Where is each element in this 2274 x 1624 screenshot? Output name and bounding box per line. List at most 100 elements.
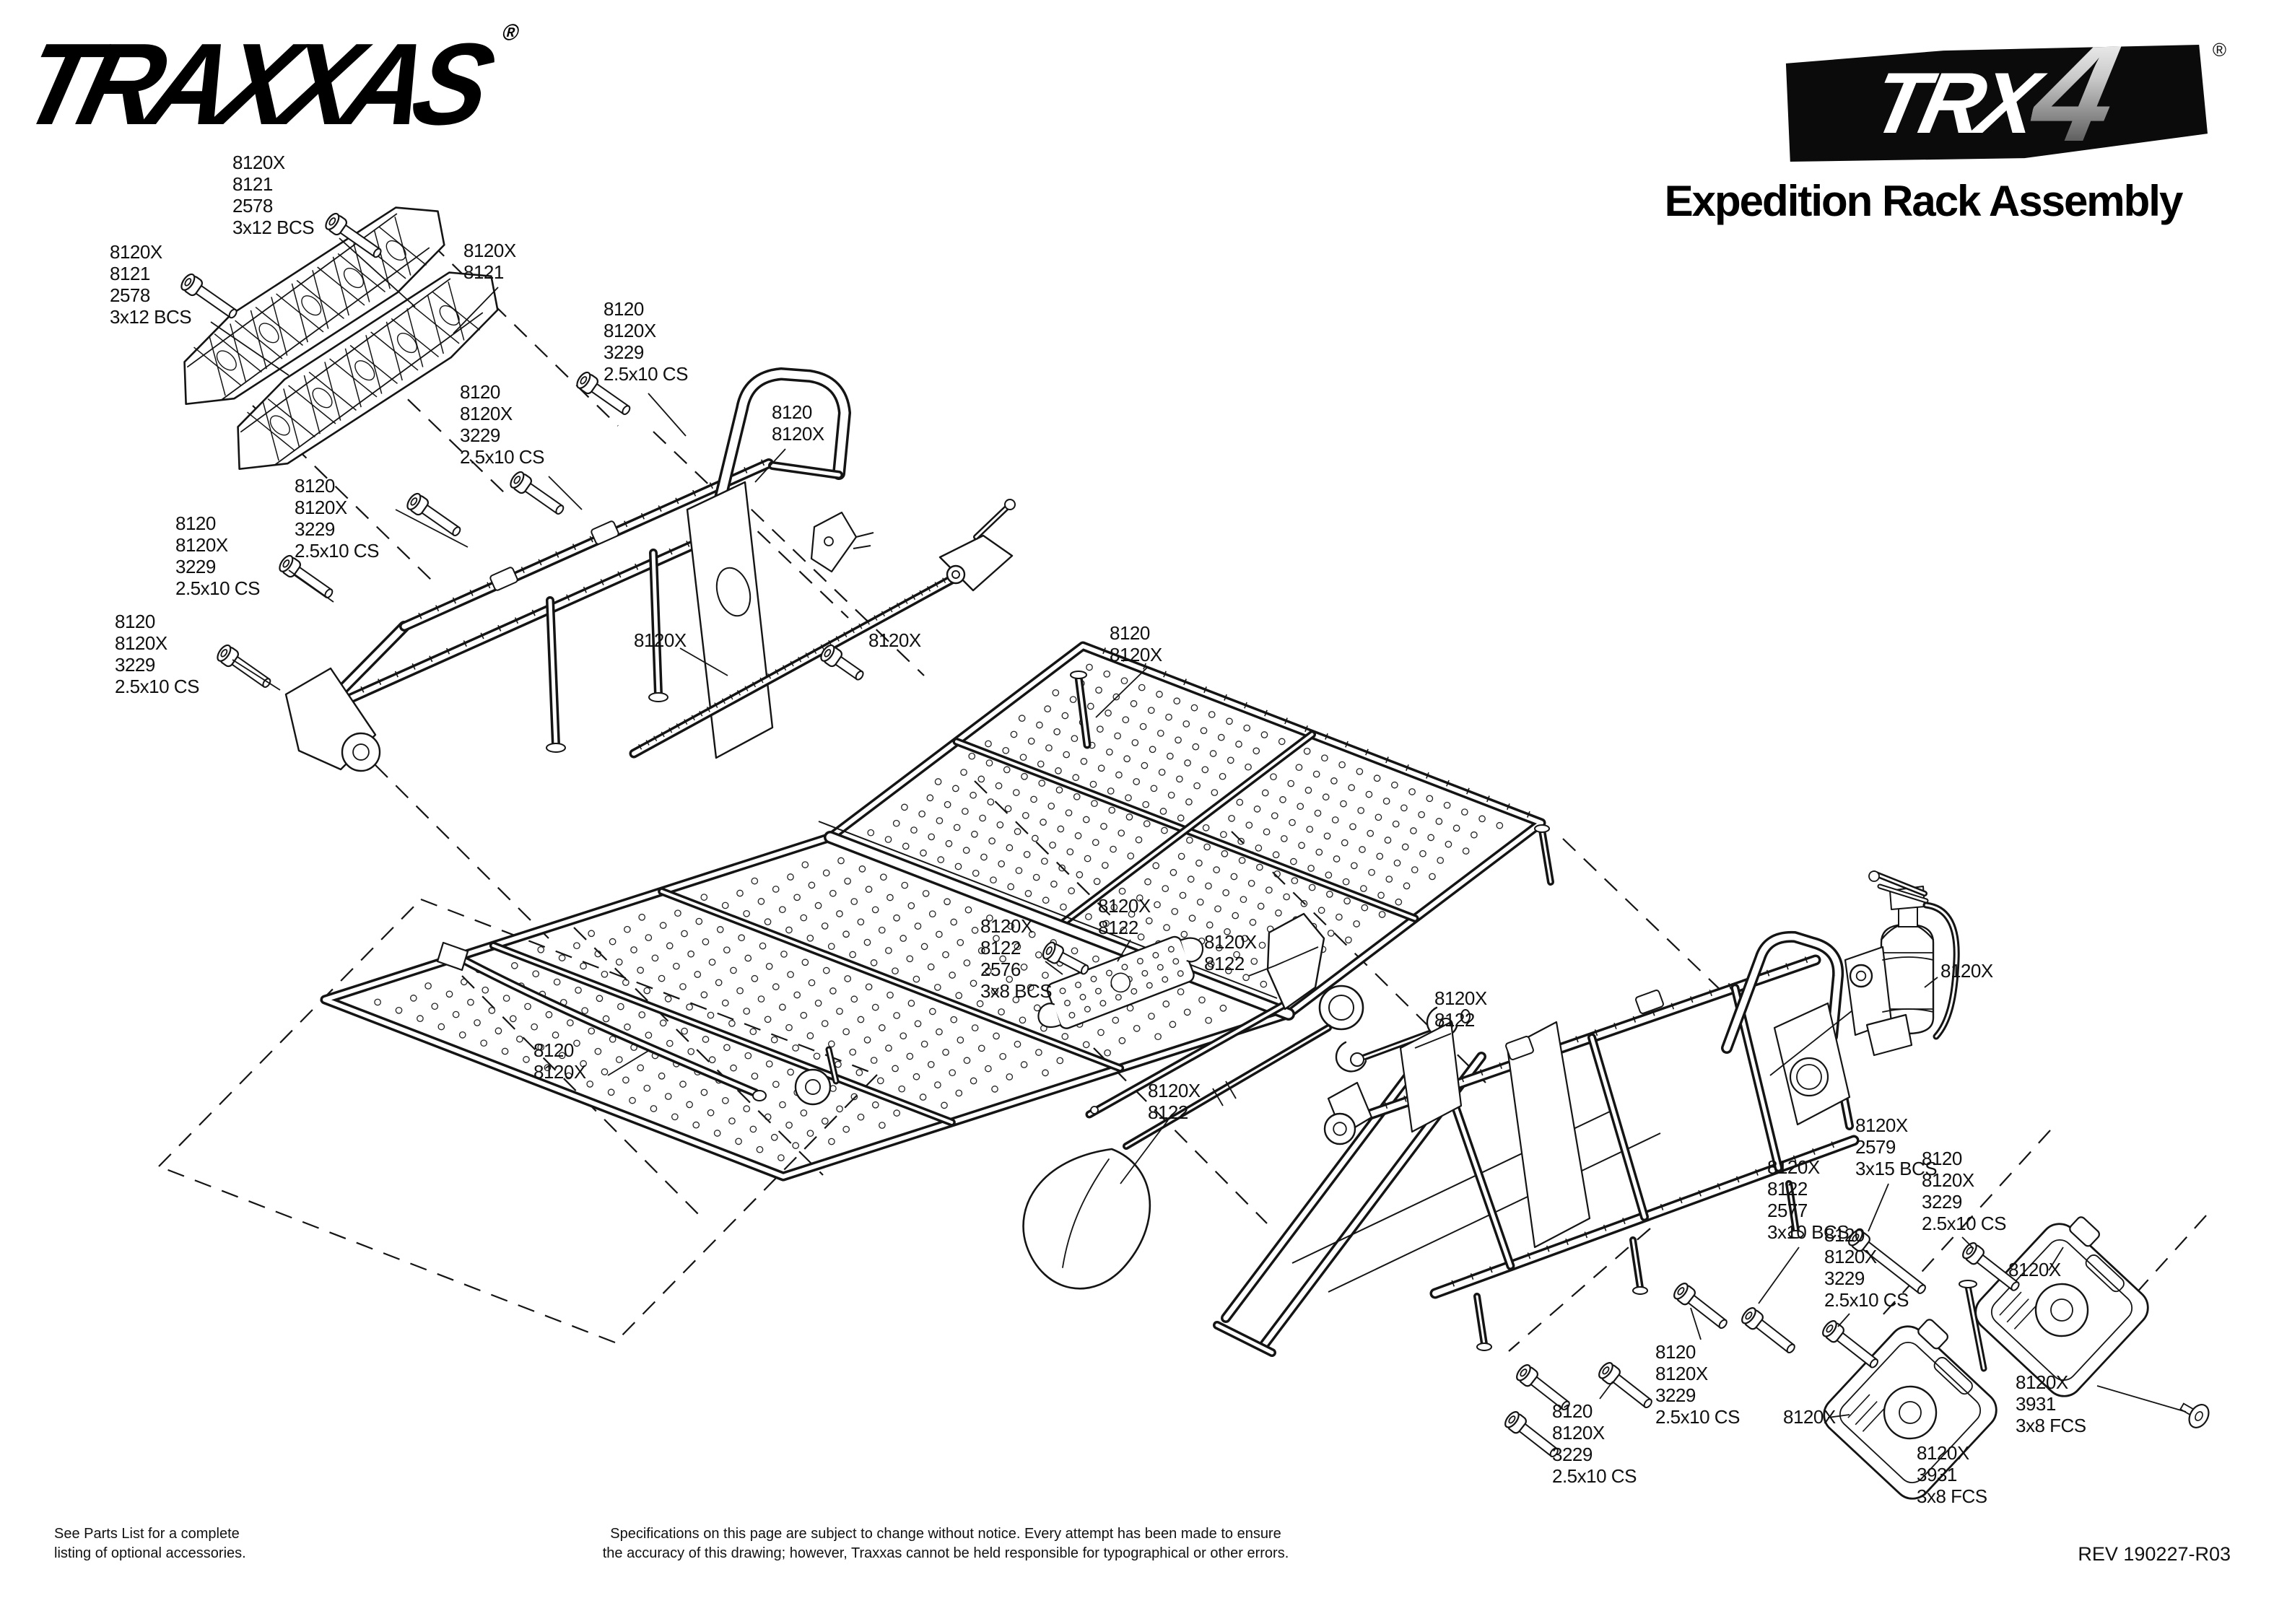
front-rack	[284, 367, 851, 772]
screw-icon	[1598, 1362, 1652, 1409]
front-bumper-bar	[436, 941, 767, 1101]
part-label-L24: 8120X	[2008, 1247, 2064, 1280]
part-number-text: 3931	[2016, 1393, 2056, 1415]
part-number-text: 8120X	[2016, 1371, 2068, 1393]
screw-icon	[820, 644, 864, 681]
leader-line	[1758, 1247, 1800, 1304]
part-label-L11: 8120X	[868, 629, 921, 651]
part-number-text: 8120X	[460, 403, 513, 424]
part-number-text: 2579	[1855, 1136, 1896, 1158]
leader-line	[2048, 1247, 2064, 1271]
part-number-text: 2.5x10 CS	[295, 540, 379, 562]
leader-line	[1599, 1381, 1613, 1400]
leader-line	[339, 237, 416, 307]
trx4-registered-mark: ®	[2212, 39, 2226, 61]
part-number-text: 8122	[1204, 953, 1245, 974]
part-number-text: 8120X	[1655, 1363, 1708, 1384]
screw-icon	[1516, 1364, 1570, 1411]
part-number-text: 8120	[295, 475, 335, 497]
can-mount-post	[1959, 1280, 1987, 1372]
leader-line	[1248, 965, 1276, 977]
part-number-text: 3229	[1824, 1267, 1865, 1289]
part-number-text: 8120	[115, 611, 155, 632]
specifications-note: Specifications on this page are subject …	[491, 1524, 1400, 1563]
part-number-text: 8120X	[1148, 1080, 1201, 1101]
trx4-banner: TRX 4	[1785, 45, 2208, 162]
part-number-text: 8120	[772, 401, 812, 423]
part-number-text: 3x12 BCS	[232, 217, 314, 238]
part-number-text: 3x15 BCS	[1855, 1158, 1937, 1179]
leader-line	[1117, 939, 1131, 962]
leader-line	[288, 569, 334, 603]
part-number-text: 8120X	[2008, 1259, 2061, 1280]
parts-list-note: See Parts List for a complete listing of…	[54, 1524, 246, 1563]
part-number-text: 8121	[463, 261, 504, 283]
part-number-text: 8120X	[1434, 987, 1487, 1009]
parts-list-note-line1: See Parts List for a complete	[54, 1526, 240, 1542]
leader-line	[1045, 961, 1063, 975]
tool-mount-plate	[1037, 935, 1204, 1029]
cargo-deck	[320, 641, 1554, 1182]
part-number-text: 3x8 FCS	[1917, 1485, 1987, 1507]
part-number-text: 8120	[604, 298, 644, 320]
fuel-can-2	[1823, 1319, 1998, 1500]
leader-line	[607, 1050, 649, 1076]
specifications-note-line2: the accuracy of this drawing; however, T…	[602, 1545, 1289, 1561]
screw-icon	[1822, 1320, 1878, 1368]
part-number-text: 3931	[1917, 1464, 1957, 1485]
part-number-text: 8120	[1655, 1341, 1696, 1363]
leader-line	[1837, 1313, 1850, 1327]
part-number-text: 8120X	[1204, 931, 1257, 953]
part-number-text: 8120X	[295, 497, 347, 518]
leader-line	[754, 448, 786, 483]
part-number-text: 2.5x10 CS	[1922, 1213, 2006, 1234]
leader-line	[453, 287, 499, 334]
fuel-can-1	[1974, 1216, 2149, 1397]
parts-list-note-line2: listing of optional accessories.	[54, 1545, 246, 1561]
part-number-text: 8120X	[634, 629, 687, 651]
part-number-text: 3229	[175, 556, 216, 577]
screw-icon	[1042, 941, 1089, 975]
part-number-text: 3229	[460, 424, 500, 446]
leader-line	[395, 509, 469, 548]
part-number-text: 2.5x10 CS	[1824, 1289, 1909, 1311]
part-number-text: 3229	[295, 518, 335, 540]
part-number-text: 8120X	[1917, 1442, 1969, 1464]
part-number-text: 2.5x10 CS	[604, 363, 688, 385]
screw-icon	[406, 492, 461, 536]
part-number-text: 8120X	[1940, 960, 1993, 982]
leader-line	[210, 321, 289, 376]
leader-line	[1414, 1033, 1452, 1049]
axe	[1085, 912, 1325, 1119]
screw-icon	[1848, 1229, 1926, 1294]
part-number-text: 8122	[1148, 1101, 1188, 1123]
leader-line	[1868, 1183, 1889, 1232]
part-number-text: 8122	[1098, 917, 1138, 938]
screw-icon	[1741, 1307, 1795, 1354]
part-number-text: 8122	[1767, 1178, 1808, 1200]
part-number-text: 2.5x10 CS	[1655, 1406, 1740, 1428]
part-number-text: 2578	[110, 284, 150, 306]
part-number-text: 8120X	[232, 152, 285, 173]
screw-icon	[1504, 1411, 1559, 1458]
leader-line	[232, 659, 281, 691]
part-number-text: 8120X	[980, 915, 1033, 937]
part-number-text: 8120X	[110, 241, 162, 263]
